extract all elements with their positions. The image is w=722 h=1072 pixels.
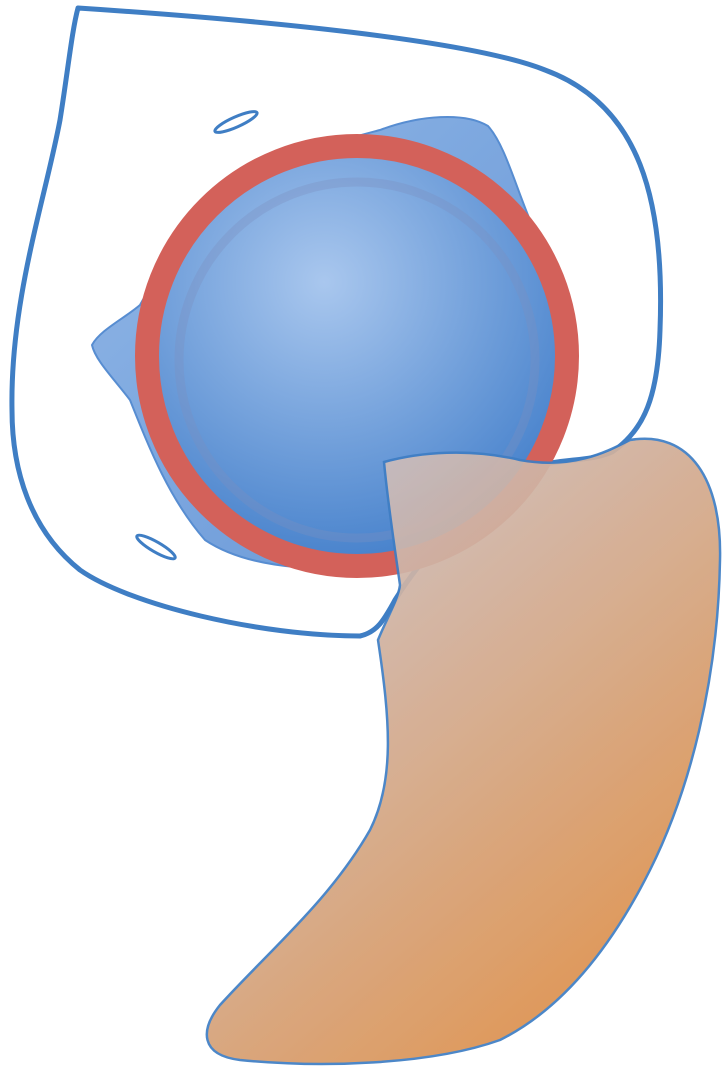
illustration-canvas (0, 0, 722, 1072)
